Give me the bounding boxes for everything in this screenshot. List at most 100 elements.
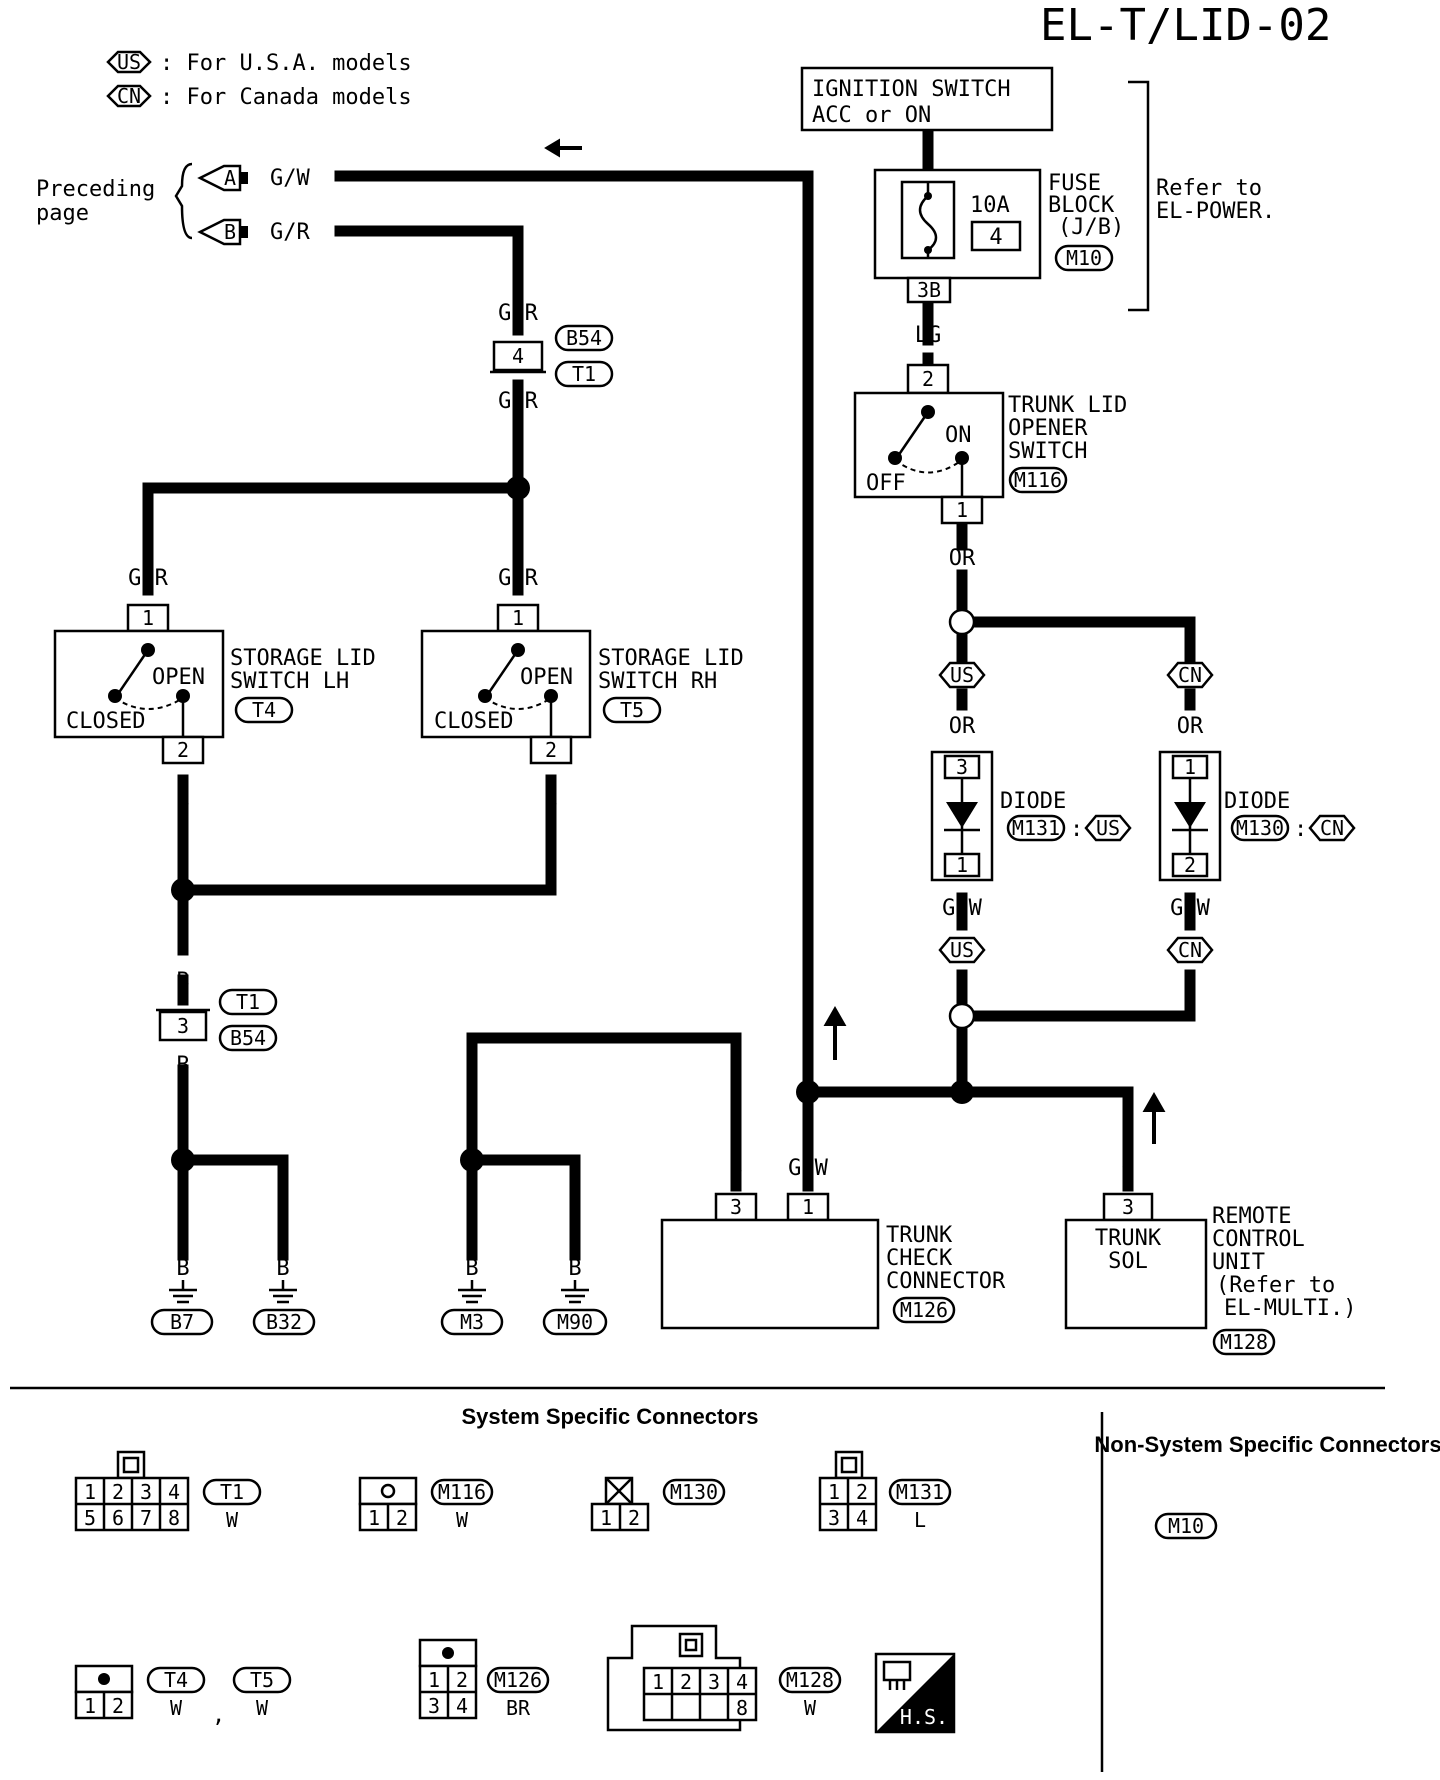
svg-text:W: W [170, 1696, 183, 1720]
svg-text:T1: T1 [236, 990, 260, 1014]
svg-text:M126: M126 [494, 1668, 542, 1692]
svg-text:L: L [914, 1508, 926, 1532]
svg-text:STORAGE LID: STORAGE LID [230, 646, 376, 671]
svg-text:2: 2 [856, 1480, 868, 1504]
storage-lid-switch-rh: G/R 1 OPEN CLOSED 2 STORAGE LID SWITCH R… [420, 566, 744, 765]
svg-text:2: 2 [112, 1694, 124, 1718]
wire-label: LG [915, 323, 942, 348]
svg-text:Refer to: Refer to [1156, 176, 1262, 201]
svg-text:4: 4 [168, 1480, 180, 1504]
wire-label: G/W [942, 896, 982, 921]
svg-text:2: 2 [177, 738, 189, 762]
svg-text:CLOSED: CLOSED [66, 709, 145, 734]
harness-side-icon: H.S. [874, 1652, 956, 1734]
arrow-up-icon [1142, 1091, 1166, 1144]
svg-text:10A: 10A [970, 193, 1010, 218]
svg-text:UNIT: UNIT [1212, 1250, 1265, 1275]
svg-text:1: 1 [802, 1195, 814, 1219]
svg-text:US: US [950, 938, 974, 962]
svg-text:SOL: SOL [1108, 1249, 1148, 1274]
svg-text:CN: CN [1320, 816, 1344, 840]
svg-text:M128: M128 [786, 1668, 834, 1692]
svg-text:M130: M130 [1236, 816, 1284, 840]
svg-text:2: 2 [1184, 853, 1196, 877]
svg-text:B: B [465, 1256, 478, 1281]
svg-text:BR: BR [506, 1696, 531, 1720]
svg-text:T1: T1 [572, 362, 596, 386]
svg-text:T1: T1 [220, 1480, 244, 1504]
svg-text:2: 2 [545, 738, 557, 762]
svg-text:US: US [950, 663, 974, 687]
svg-text:W: W [456, 1508, 469, 1532]
svg-text:TRUNK: TRUNK [1095, 1226, 1162, 1251]
junctions [171, 476, 976, 1172]
svg-text:1: 1 [956, 498, 968, 522]
svg-text:1: 1 [600, 1506, 612, 1530]
svg-text:CLOSED: CLOSED [434, 709, 513, 734]
wires [142, 124, 1196, 1261]
svg-text:B54: B54 [566, 326, 602, 350]
svg-text:B: B [729, 1156, 742, 1181]
diode-cn: 1 2 DIODE M130 : CN [1158, 750, 1356, 882]
svg-text:M131: M131 [1012, 816, 1060, 840]
svg-text:M10: M10 [1168, 1514, 1204, 1538]
svg-text:6: 6 [112, 1506, 124, 1530]
svg-text:REMOTE: REMOTE [1212, 1204, 1291, 1229]
svg-text:CHECK: CHECK [886, 1246, 953, 1271]
svg-text:ACC or ON: ACC or ON [812, 103, 931, 128]
svg-text:DIODE: DIODE [1224, 789, 1290, 814]
svg-text:3: 3 [730, 1195, 742, 1219]
svg-text:2: 2 [112, 1480, 124, 1504]
svg-text:G/W: G/W [270, 166, 310, 191]
remote-control-unit: G 3 TRUNK SOL REMOTE CONTROL UNIT (Refer… [1064, 1156, 1356, 1356]
svg-text:4: 4 [856, 1506, 868, 1530]
wire-label: OR [1177, 714, 1204, 739]
svg-text:page: page [36, 201, 89, 226]
storage-lid-switch-lh: G/R 1 OPEN CLOSED 2 STORAGE LID SWITCH L… [53, 566, 376, 765]
svg-text:DIODE: DIODE [1000, 789, 1066, 814]
refer-power-note: Refer to EL-POWER. [1128, 80, 1275, 312]
connector-b54-t1: G/R 4 B54 T1 G/R [490, 301, 614, 414]
svg-text:IGNITION SWITCH: IGNITION SWITCH [812, 77, 1011, 102]
svg-text:7: 7 [140, 1506, 152, 1530]
svg-text:SWITCH: SWITCH [1008, 439, 1087, 464]
system-connectors-title: System Specific Connectors [461, 1404, 758, 1429]
svg-text:1: 1 [84, 1480, 96, 1504]
ignition-switch: IGNITION SWITCH ACC or ON [800, 66, 1054, 132]
svg-text:3: 3 [428, 1694, 440, 1718]
svg-text:3: 3 [1122, 1195, 1134, 1219]
svg-text:B: B [176, 1053, 189, 1078]
svg-text:G/R: G/R [498, 389, 538, 414]
svg-text:SWITCH LH: SWITCH LH [230, 669, 349, 694]
svg-text:CN: CN [1178, 938, 1202, 962]
svg-text:4: 4 [989, 225, 1002, 250]
svg-text:T5: T5 [620, 698, 644, 722]
connector-face-m131: 1 2 3 4 M131 L [818, 1450, 952, 1532]
svg-text:EL-POWER.: EL-POWER. [1156, 199, 1275, 224]
svg-text:W: W [226, 1508, 239, 1532]
svg-text:1: 1 [828, 1480, 840, 1504]
svg-text:G/R: G/R [498, 301, 538, 326]
svg-text:1: 1 [142, 606, 154, 630]
svg-text:3: 3 [956, 755, 968, 779]
svg-text:CONNECTOR: CONNECTOR [886, 1269, 1006, 1294]
svg-text:M10: M10 [1066, 246, 1102, 270]
svg-text:M90: M90 [557, 1310, 593, 1334]
svg-text:OPENER: OPENER [1008, 416, 1088, 441]
trunk-lid-opener-switch: 2 ON OFF 1 TRUNK LID OPENER SWITCH M116 [853, 363, 1127, 525]
svg-text::: : [1070, 817, 1083, 842]
svg-text:1: 1 [84, 1694, 96, 1718]
svg-text:(Refer to: (Refer to [1216, 1273, 1335, 1298]
svg-text:B7: B7 [170, 1310, 194, 1334]
svg-text:B: B [568, 1256, 581, 1281]
svg-text:G/W: G/W [788, 1156, 828, 1181]
model-tags: US CN US CN [938, 661, 1214, 964]
wire-label: OR [949, 546, 976, 571]
fuse-block: 10A 4 3B FUSE BLOCK (J/B) M10 [873, 168, 1124, 304]
svg-text:ON: ON [945, 423, 972, 448]
svg-text:OFF: OFF [866, 471, 906, 496]
svg-text:G/R: G/R [498, 566, 538, 591]
svg-text:G/R: G/R [270, 220, 310, 245]
svg-text:CN: CN [1178, 663, 1202, 687]
svg-text:1: 1 [956, 853, 968, 877]
